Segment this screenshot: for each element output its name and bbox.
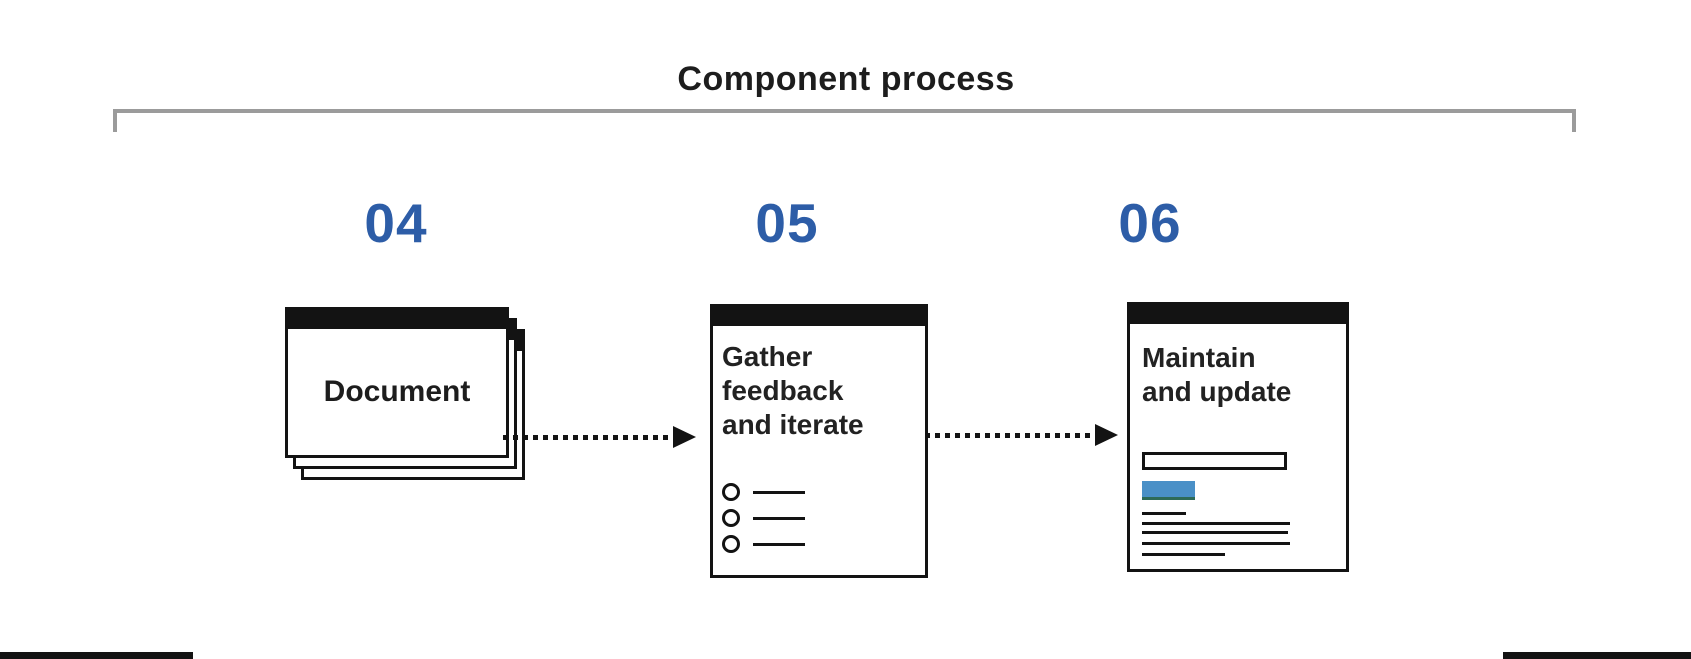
arrowhead-right-icon xyxy=(673,426,696,448)
cropped-card-header-right xyxy=(1503,652,1691,659)
arrowhead-right-icon xyxy=(1095,424,1118,446)
text-line-placeholder xyxy=(1142,522,1290,525)
checklist-row xyxy=(722,535,805,553)
form-page-icon: Maintain and update xyxy=(1127,302,1349,572)
card-header-bar xyxy=(713,307,925,326)
text-line-placeholder xyxy=(1142,542,1290,545)
radio-circle-icon xyxy=(722,509,740,527)
card-header-bar xyxy=(1130,305,1346,324)
radio-circle-icon xyxy=(722,483,740,501)
document-stack-icon: Document xyxy=(285,307,509,458)
text-line-placeholder xyxy=(753,542,805,546)
blue-button-placeholder xyxy=(1142,481,1195,500)
step-number-05: 05 xyxy=(755,192,819,254)
text-line-placeholder xyxy=(1142,553,1225,556)
step-number-04: 04 xyxy=(364,192,428,254)
input-field-placeholder xyxy=(1142,452,1287,470)
diagram-title: Component process xyxy=(677,60,1015,98)
text-line-placeholder xyxy=(1142,531,1288,534)
step-label-gather-feedback: Gather feedback and iterate xyxy=(722,341,864,440)
text-line-placeholder xyxy=(753,490,805,494)
checklist-icon: Gather feedback and iterate xyxy=(710,304,928,578)
step-label-document: Document xyxy=(323,375,471,408)
top-bracket xyxy=(113,109,1576,132)
step-label-maintain-update: Maintain and update xyxy=(1142,342,1292,407)
text-line-placeholder xyxy=(1142,512,1186,515)
dotted-connector-1 xyxy=(503,435,673,440)
step-number-06: 06 xyxy=(1118,192,1182,254)
checklist-row xyxy=(722,483,805,501)
text-line-placeholder xyxy=(753,516,805,520)
checklist-row xyxy=(722,509,805,527)
card-header-bar xyxy=(288,310,506,329)
cropped-card-header-left xyxy=(0,652,193,659)
dotted-connector-2 xyxy=(925,433,1095,438)
radio-circle-icon xyxy=(722,535,740,553)
